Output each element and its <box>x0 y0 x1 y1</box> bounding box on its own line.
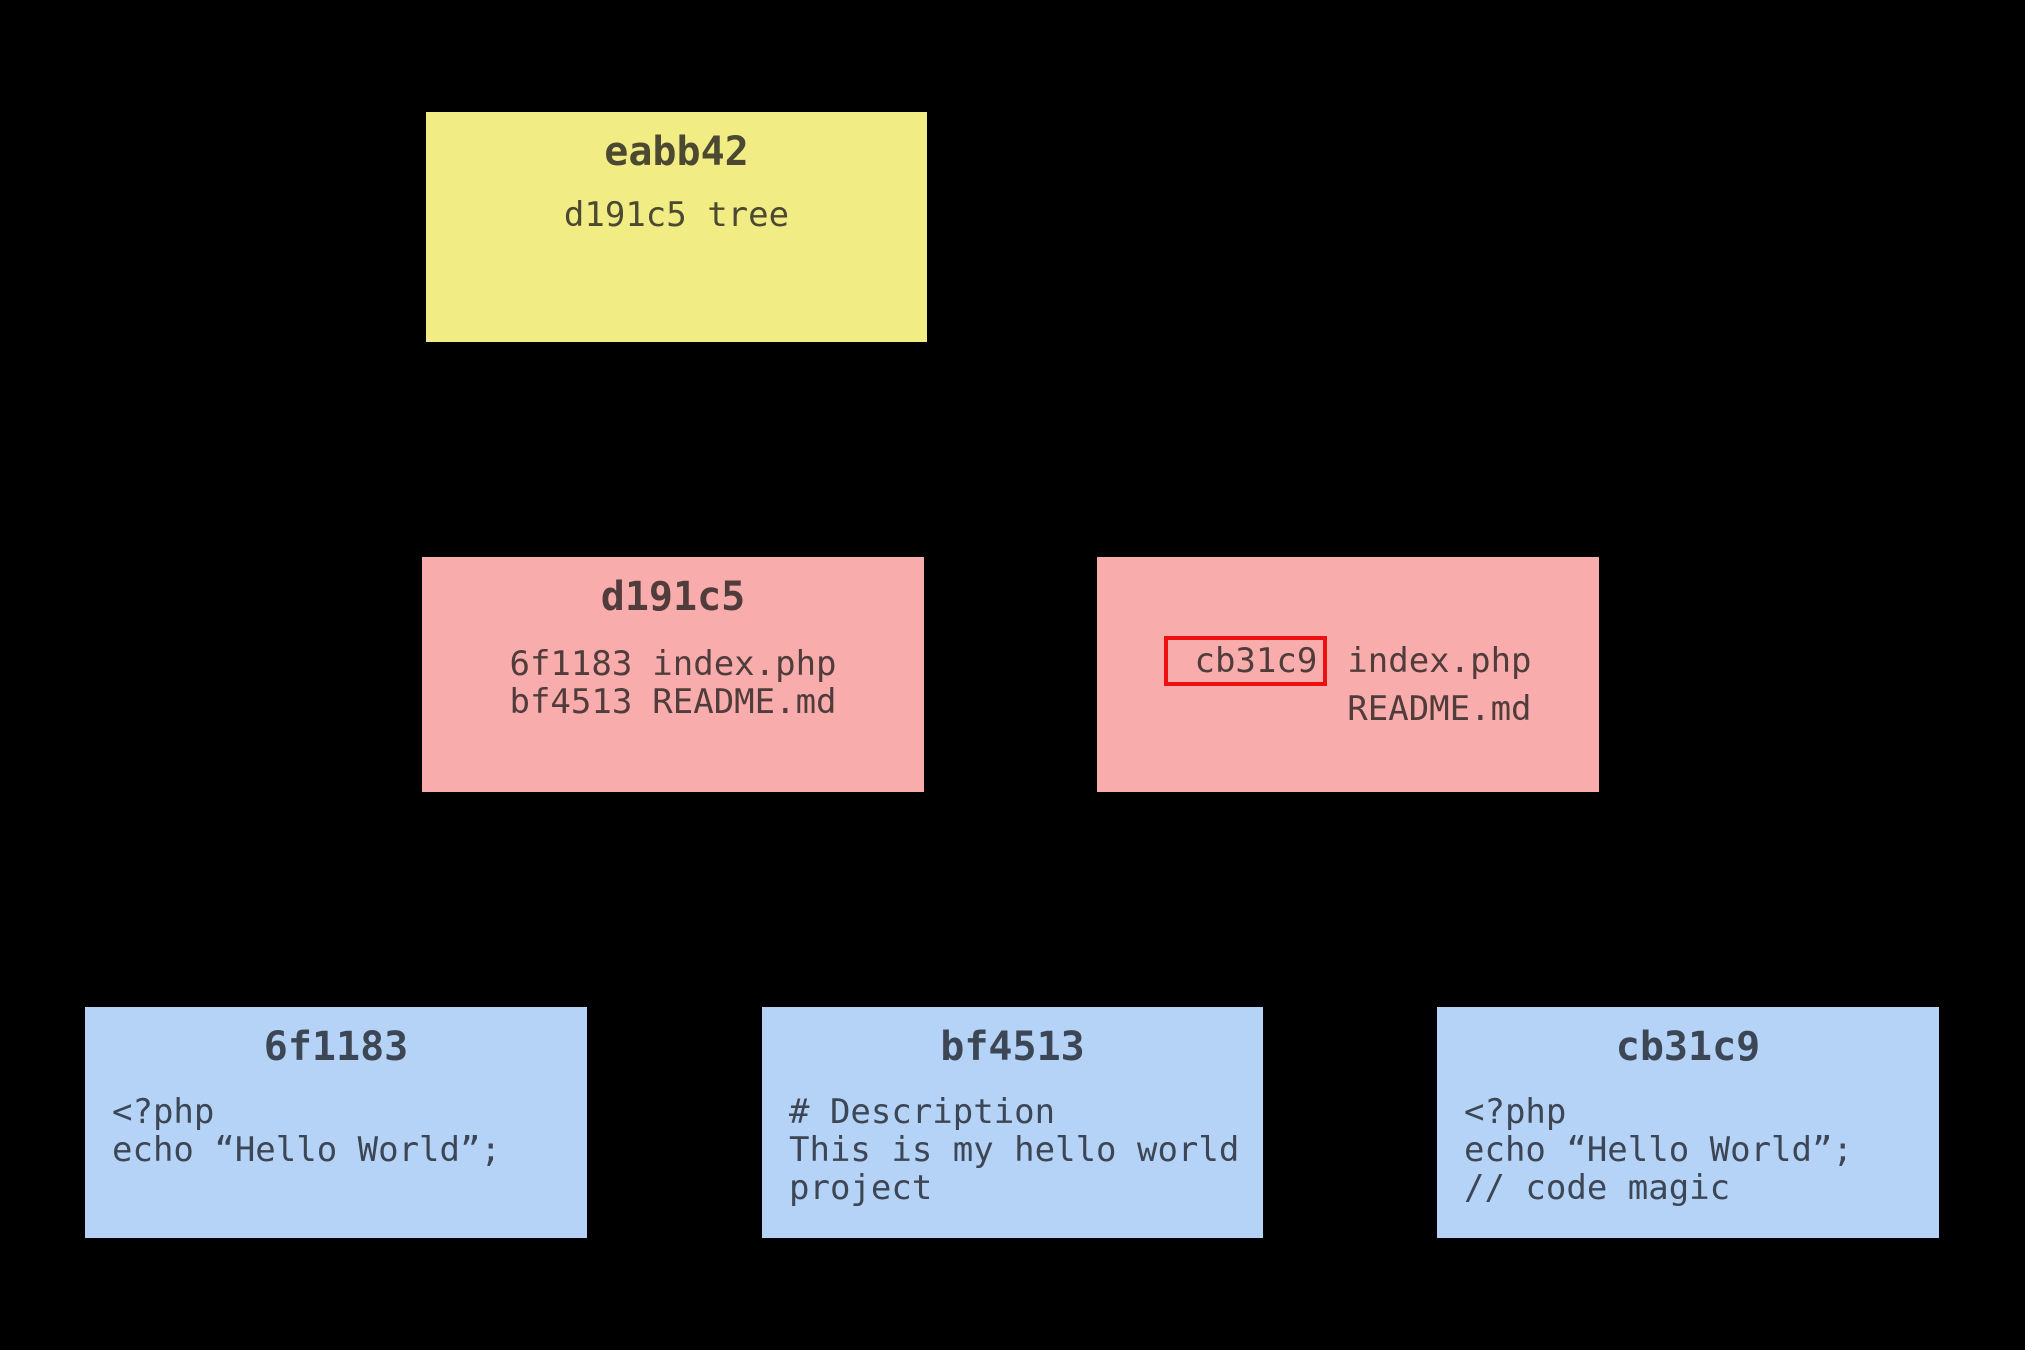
tree-entry-filename: index.php <box>652 644 837 684</box>
code-line: // code magic <box>1464 1168 1731 1208</box>
tree-entry-hash: bf4513 <box>509 682 633 722</box>
tree-entry-hash: 6f1183 <box>509 644 633 684</box>
tree-object-box-modified: cb31c9 index.php README.md <box>1097 557 1599 792</box>
tree-entry-filename: README.md <box>1347 688 1532 729</box>
tree-object-box: d191c5 6f1183 index.php bf4513 README.md <box>422 557 924 792</box>
code-line: <?php <box>1464 1092 1567 1132</box>
code-line: echo “Hello World”; <box>112 1130 501 1170</box>
code-line: # Description <box>789 1092 1056 1132</box>
tree-entry-list: 6f1183 index.php bf4513 README.md <box>509 645 836 721</box>
tree-entry-filename: index.php <box>1347 640 1532 681</box>
tree-entry-filename: README.md <box>652 682 837 722</box>
tree-hash-title: d191c5 <box>600 574 746 620</box>
blob-hash-title: bf4513 <box>940 1024 1085 1070</box>
commit-tree-reference: d191c5 tree <box>563 195 790 235</box>
tree-entry-hash-highlighted: cb31c9 <box>1164 635 1328 686</box>
blob-hash-title: cb31c9 <box>1615 1024 1761 1070</box>
tree-entry-list: cb31c9 index.php README.md <box>1164 635 1532 729</box>
code-line: This is my hello world <box>789 1130 1240 1170</box>
code-line: echo “Hello World”; <box>1464 1130 1853 1170</box>
commit-hash-title: eabb42 <box>604 129 749 175</box>
red-highlight-outline: cb31c9 <box>1164 635 1328 686</box>
code-line: project <box>789 1168 933 1208</box>
commit-object-box: eabb42 d191c5 tree <box>426 112 927 342</box>
code-line: <?php <box>112 1092 215 1132</box>
blob-hash-title: 6f1183 <box>263 1024 409 1070</box>
